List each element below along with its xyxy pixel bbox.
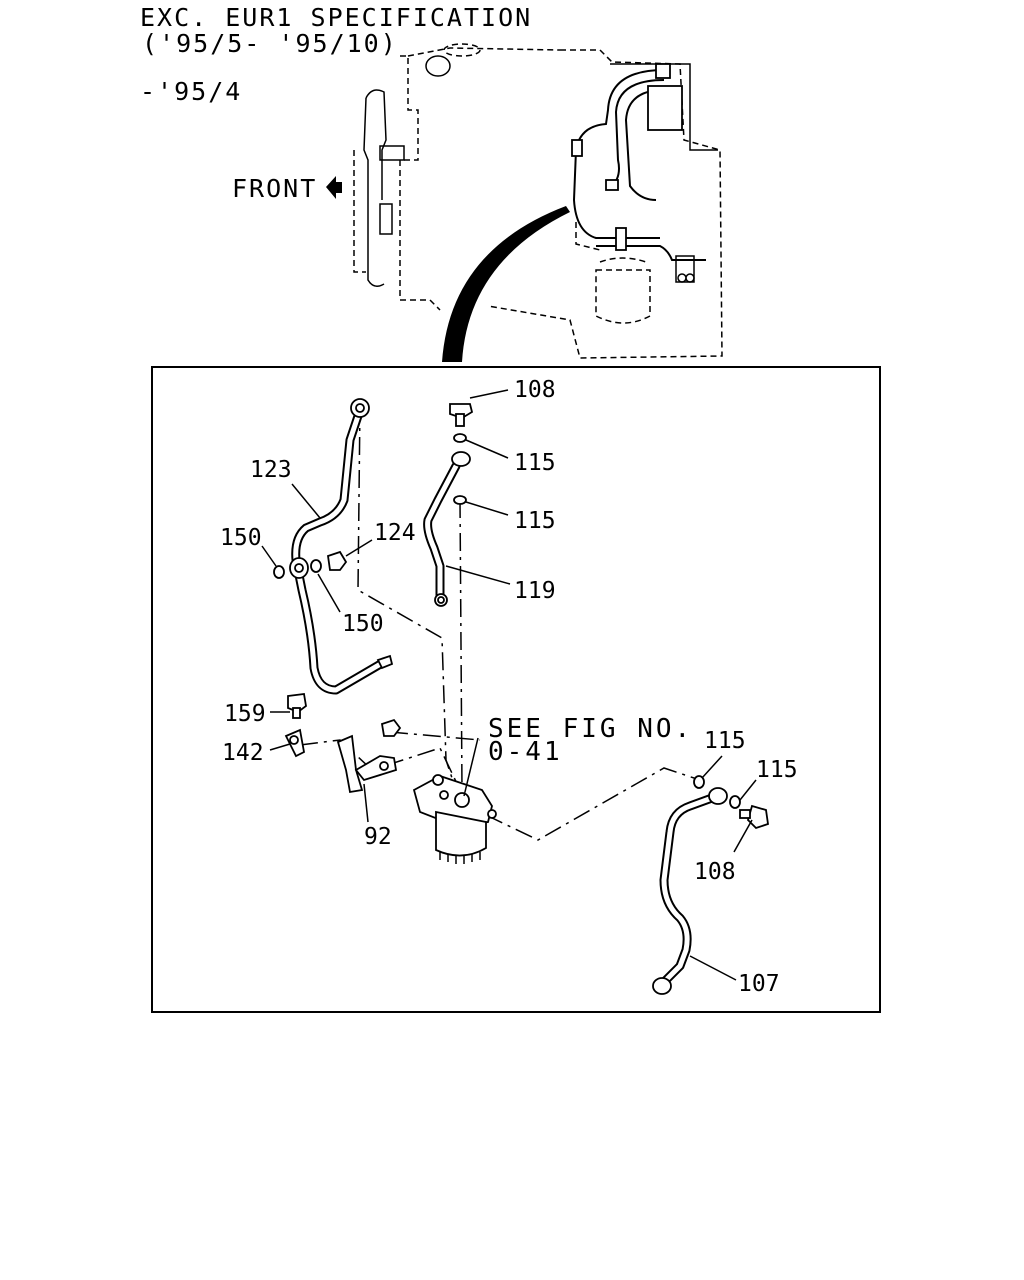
washer-115-a (453, 433, 467, 443)
callout-115: 115 (514, 450, 556, 476)
bracket-92 (336, 734, 398, 794)
callout-115: 115 (704, 728, 746, 754)
arrow-left-icon (326, 176, 342, 199)
pipe-123 (289, 398, 394, 695)
callout-119: 119 (514, 578, 556, 604)
assembly-lines (299, 403, 701, 841)
callout-107: 107 (738, 971, 780, 997)
callout-142: 142 (222, 740, 264, 766)
callout-124: 124 (374, 520, 416, 546)
washer-115-b (453, 495, 467, 505)
bolt-108-top (449, 403, 474, 427)
bolt-159 (287, 692, 307, 719)
see-fig-label: SEE FIG NO. (488, 714, 693, 744)
washer-115-d (729, 795, 741, 809)
detail-frame (151, 366, 881, 1013)
engine-overview (353, 43, 723, 359)
spec-title: EXC. EUR1 SPECIFICATION (140, 3, 532, 32)
callout-150: 150 (342, 611, 384, 637)
date-range: ('95/5- '95/10) (142, 29, 398, 58)
callout-123: 123 (250, 457, 292, 483)
leader-lines (261, 389, 757, 981)
date-prior: -'95/4 (140, 77, 242, 106)
callout-92: 92 (364, 824, 392, 850)
callout-150: 150 (220, 525, 262, 551)
see-fig-number: 0-41 (488, 737, 563, 767)
bolt-108-bottom (739, 804, 769, 830)
washer-150-right (310, 559, 322, 573)
detail-pointer (442, 206, 570, 362)
callout-159: 159 (224, 701, 266, 727)
nut-124 (327, 550, 348, 571)
washer-115-c (693, 775, 705, 789)
washer-150-left (273, 565, 285, 579)
clamp-142 (284, 728, 306, 758)
callout-115: 115 (756, 757, 798, 783)
pipe-119 (423, 451, 471, 607)
callout-108: 108 (694, 859, 736, 885)
front-label: FRONT (232, 174, 317, 203)
callout-108: 108 (514, 377, 556, 403)
fuel-filter (412, 774, 497, 864)
nut-filter (380, 718, 402, 737)
pipe-107 (652, 787, 728, 995)
callout-115: 115 (514, 508, 556, 534)
callouts: 108 115 115 123 124 150 150 119 159 142 … (220, 377, 798, 997)
